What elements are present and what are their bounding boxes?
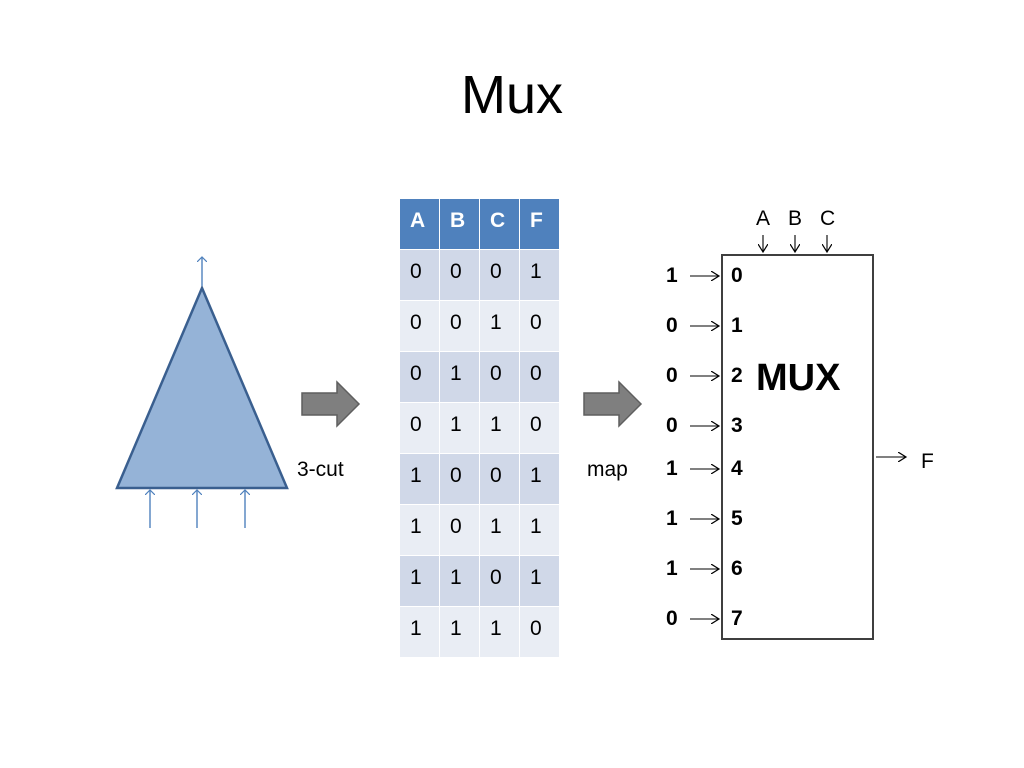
table-cell: 1 bbox=[439, 351, 480, 403]
table-cell: 1 bbox=[439, 402, 480, 454]
select-label: B bbox=[788, 207, 803, 230]
map-label: map bbox=[587, 458, 628, 481]
table-cell: 0 bbox=[439, 249, 480, 301]
input-index: 3 bbox=[731, 414, 743, 437]
input-value: 1 bbox=[666, 557, 678, 580]
truth-table-header: A B C F bbox=[399, 198, 560, 250]
input-index: 6 bbox=[731, 557, 743, 580]
select-label: A bbox=[756, 207, 771, 230]
table-cell: 0 bbox=[439, 300, 480, 352]
table-cell: 1 bbox=[399, 606, 440, 658]
table-cell: 1 bbox=[399, 504, 440, 556]
page-title: Mux bbox=[460, 65, 563, 125]
table-cell: 0 bbox=[399, 300, 440, 352]
input-value: 0 bbox=[666, 314, 678, 337]
table-cell: 0 bbox=[519, 606, 560, 658]
table-cell: 0 bbox=[399, 402, 440, 454]
cone-triangle bbox=[115, 284, 289, 490]
select-label: C bbox=[820, 207, 836, 230]
table-cell: 1 bbox=[519, 249, 560, 301]
table-cell: 1 bbox=[439, 555, 480, 607]
column-header: C bbox=[479, 198, 520, 250]
table-cell: 1 bbox=[399, 555, 440, 607]
cut-label: 3-cut bbox=[297, 458, 344, 481]
block-arrow-right bbox=[301, 380, 361, 428]
input-index: 5 bbox=[731, 507, 743, 530]
table-cell: 1 bbox=[439, 606, 480, 658]
table-cell: 1 bbox=[479, 402, 520, 454]
table-cell: 1 bbox=[479, 606, 520, 658]
input-index: 2 bbox=[731, 364, 743, 387]
table-cell: 1 bbox=[519, 453, 560, 505]
table-cell: 0 bbox=[399, 249, 440, 301]
input-arrows bbox=[690, 276, 719, 619]
table-cell: 1 bbox=[479, 300, 520, 352]
mux-block bbox=[721, 254, 874, 640]
input-value: 1 bbox=[666, 264, 678, 287]
input-index: 7 bbox=[731, 607, 743, 630]
input-value: 0 bbox=[666, 364, 678, 387]
column-header: A bbox=[399, 198, 440, 250]
mux-label: MUX bbox=[756, 357, 841, 399]
table-cell: 1 bbox=[519, 555, 560, 607]
input-value: 0 bbox=[666, 414, 678, 437]
table-cell: 0 bbox=[439, 504, 480, 556]
table-cell: 0 bbox=[439, 453, 480, 505]
column-header: F bbox=[519, 198, 560, 250]
table-cell: 0 bbox=[519, 351, 560, 403]
input-index: 0 bbox=[731, 264, 743, 287]
table-cell: 0 bbox=[479, 555, 520, 607]
input-value: 0 bbox=[666, 607, 678, 630]
table-cell: 0 bbox=[479, 249, 520, 301]
input-value: 1 bbox=[666, 457, 678, 480]
table-cell: 1 bbox=[399, 453, 440, 505]
table-cell: 1 bbox=[519, 504, 560, 556]
table-cell: 0 bbox=[479, 351, 520, 403]
input-index: 1 bbox=[731, 314, 743, 337]
table-cell: 0 bbox=[519, 300, 560, 352]
table-cell: 0 bbox=[399, 351, 440, 403]
block-arrow-right bbox=[583, 380, 643, 428]
column-header: B bbox=[439, 198, 480, 250]
input-index: 4 bbox=[731, 457, 743, 480]
output-label: F bbox=[921, 450, 934, 473]
table-cell: 0 bbox=[479, 453, 520, 505]
table-cell: 1 bbox=[479, 504, 520, 556]
input-value: 1 bbox=[666, 507, 678, 530]
table-cell: 0 bbox=[519, 402, 560, 454]
